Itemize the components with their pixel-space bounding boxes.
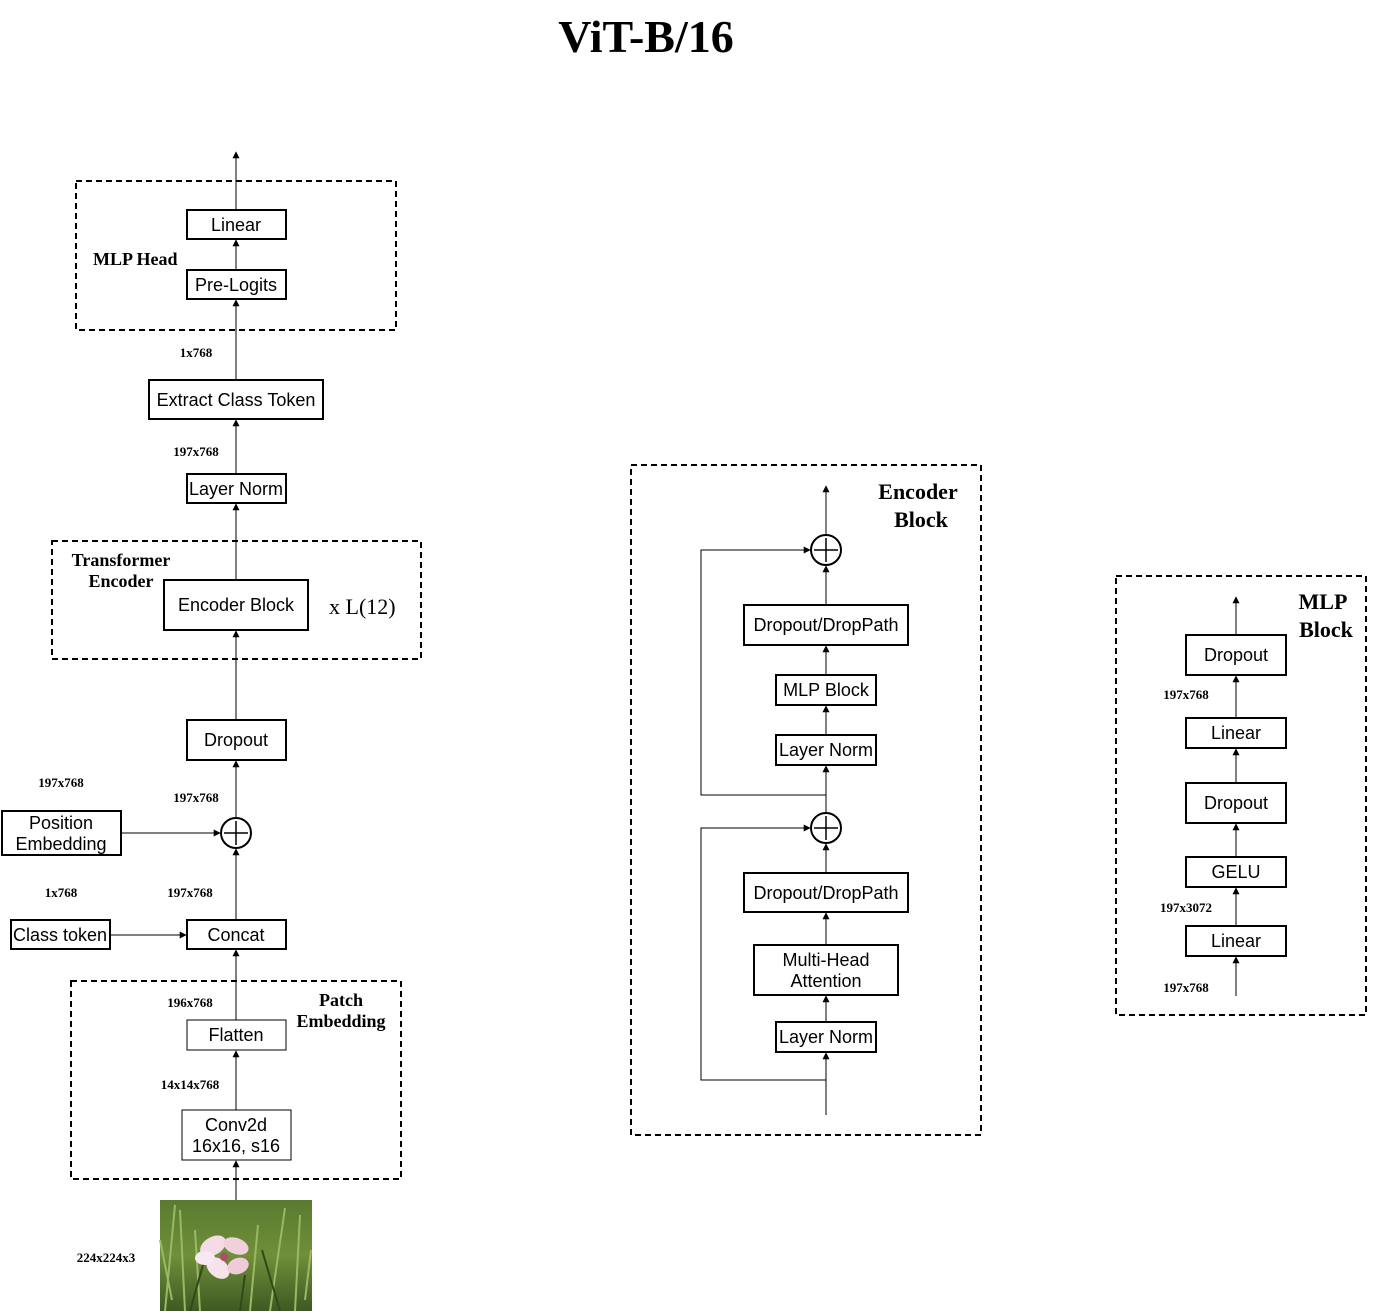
mlp-block-title-2: Block: [1299, 617, 1354, 642]
layer-norm-bottom-box: [775, 1021, 877, 1053]
mlp-dropout-top-box: [1185, 634, 1287, 676]
layer-norm-label: Layer Norm: [189, 479, 283, 499]
dropout-droppath-top-label: Dropout/DropPath: [753, 615, 898, 635]
position-embedding-label-2: Embedding: [15, 834, 106, 854]
transformer-encoder-title-1: Transformer: [72, 550, 171, 570]
conv2d-box: [181, 1109, 292, 1161]
residual-connection-top: [700, 546, 826, 796]
page-title: ViT-B/16: [558, 11, 734, 62]
gelu-label: GELU: [1211, 862, 1260, 882]
mha-label-2: Attention: [790, 971, 861, 991]
repeat-label: x L(12): [329, 594, 396, 619]
mha-box: [753, 944, 899, 996]
class-token-box: [10, 919, 111, 950]
position-embedding-box: [1, 810, 122, 856]
mlp-linear-top-label: Linear: [1211, 723, 1261, 743]
mha-label-1: Multi-Head: [782, 950, 869, 970]
add-node-encoder-top: [810, 534, 842, 566]
dim-197x768-posemb: 197x768: [38, 775, 84, 790]
mlp-dim-197x3072: 197x3072: [1160, 900, 1212, 915]
residual-connection-bottom: [700, 824, 826, 1081]
concat-box: [186, 919, 287, 950]
mlp-dropout-mid-box: [1185, 782, 1287, 824]
transformer-encoder-title-2: Encoder: [89, 571, 154, 591]
input-image: [159, 1200, 312, 1311]
dim-196x768: 196x768: [167, 995, 213, 1010]
encoder-block-group: [630, 464, 982, 1136]
extract-class-token-label: Extract Class Token: [157, 390, 316, 410]
mlp-dim-197x768-top: 197x768: [1163, 687, 1209, 702]
dim-197x768-add: 197x768: [173, 790, 219, 805]
mlp-linear-bottom-label: Linear: [1211, 931, 1261, 951]
mlp-block-box: [775, 674, 877, 706]
patch-embedding-title-2: Embedding: [296, 1011, 385, 1031]
gelu-box: [1185, 856, 1287, 888]
mlp-head-title: MLP Head: [93, 249, 178, 269]
flatten-label: Flatten: [208, 1025, 263, 1045]
mlp-block-group: [1115, 575, 1367, 1016]
encoder-block-box: [163, 579, 309, 631]
encoder-block-title-2: Block: [894, 507, 949, 532]
dim-197x768-norm: 197x768: [173, 444, 219, 459]
mlp-dropout-mid-label: Dropout: [1204, 793, 1268, 813]
position-embedding-label-1: Position: [29, 813, 93, 833]
dim-1x768-cls: 1x768: [45, 885, 78, 900]
layer-norm-box: [186, 473, 287, 504]
dim-224x224x3: 224x224x3: [77, 1250, 136, 1265]
layer-norm-top-box: [775, 734, 877, 766]
mlp-dropout-top-label: Dropout: [1204, 645, 1268, 665]
add-node-encoder-bottom: [810, 812, 842, 844]
layer-norm-top-label: Layer Norm: [779, 740, 873, 760]
layer-norm-bottom-label: Layer Norm: [779, 1027, 873, 1047]
mlp-dim-197x768-bottom: 197x768: [1163, 980, 1209, 995]
linear-box: [186, 209, 287, 240]
dropout-label: Dropout: [204, 730, 268, 750]
flatten-box: [186, 1019, 287, 1051]
dropout-droppath-bottom-label: Dropout/DropPath: [753, 883, 898, 903]
mlp-linear-bottom-box: [1185, 925, 1287, 957]
linear-label: Linear: [211, 215, 261, 235]
class-token-label: Class token: [13, 925, 107, 945]
patch-embedding-title-1: Patch: [319, 990, 363, 1010]
mlp-block-label: MLP Block: [783, 680, 870, 700]
pre-logits-label: Pre-Logits: [195, 275, 277, 295]
dropout-box: [186, 719, 287, 761]
dim-197x768-concat: 197x768: [167, 885, 213, 900]
mlp-linear-top-box: [1185, 717, 1287, 749]
encoder-block-label: Encoder Block: [178, 595, 295, 615]
concat-label: Concat: [207, 925, 264, 945]
dim-1x768-head: 1x768: [180, 345, 213, 360]
pre-logits-box: [186, 269, 287, 300]
dropout-droppath-top-box: [743, 604, 909, 646]
conv2d-label-1: Conv2d: [205, 1115, 267, 1135]
conv2d-label-2: 16x16, s16: [192, 1136, 280, 1156]
dropout-droppath-bottom-box: [743, 872, 909, 913]
add-node-main: [220, 817, 252, 849]
dim-14x14x768: 14x14x768: [161, 1077, 220, 1092]
encoder-block-title-1: Encoder: [878, 479, 958, 504]
mlp-block-title-1: MLP: [1299, 589, 1348, 614]
extract-class-token-box: [148, 379, 324, 420]
